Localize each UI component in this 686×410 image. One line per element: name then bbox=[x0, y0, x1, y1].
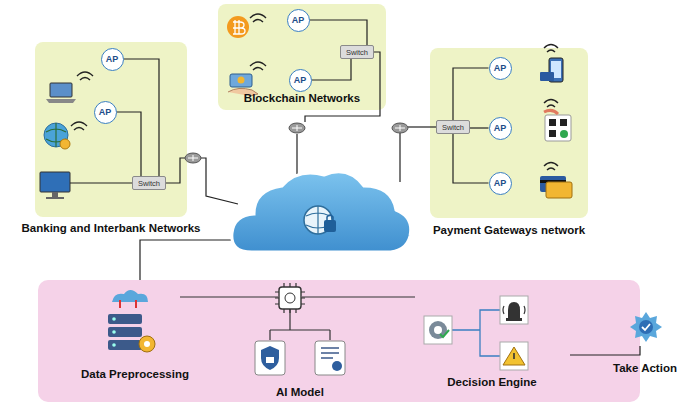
access-point: AP bbox=[489, 57, 512, 80]
ai-system-band bbox=[38, 280, 640, 402]
network-link bbox=[470, 127, 489, 128]
panel-heading: Banking and Interbank Networks bbox=[22, 222, 201, 234]
access-point: AP bbox=[94, 101, 117, 124]
network-link bbox=[310, 20, 368, 45]
crypto-hand-icon bbox=[228, 62, 266, 96]
ap-label: AP bbox=[494, 178, 507, 188]
qr-payment-icon bbox=[544, 100, 571, 142]
phone-payment-icon bbox=[540, 45, 563, 83]
network-panel: Payment Gateways networkAPAPAPSwitch bbox=[430, 48, 588, 218]
chip-icon bbox=[275, 283, 305, 313]
cloud-shape bbox=[232, 172, 411, 252]
ap-label: AP bbox=[292, 15, 305, 25]
network-link bbox=[117, 112, 142, 176]
decision-wires bbox=[452, 310, 500, 356]
network-panel: Blockchain Networks AP AP Switch bbox=[218, 4, 386, 110]
action-wire bbox=[570, 346, 640, 355]
access-point: AP bbox=[289, 69, 312, 92]
access-point: AP bbox=[489, 117, 512, 140]
panel-heading: Payment Gateways network bbox=[433, 224, 585, 236]
ap-label: AP bbox=[99, 107, 112, 117]
switch-label: Switch bbox=[138, 179, 160, 188]
network-switch: Switch bbox=[132, 176, 166, 190]
take-action-icon bbox=[630, 312, 662, 342]
ap-label: AP bbox=[294, 75, 307, 85]
access-point: AP bbox=[101, 48, 124, 71]
globe-coin-icon bbox=[44, 122, 87, 149]
network-link bbox=[453, 68, 489, 120]
security-icon bbox=[255, 341, 285, 375]
wire bbox=[70, 182, 132, 183]
credit-card-icon bbox=[540, 163, 572, 199]
server-icon bbox=[108, 290, 155, 352]
ap-label: AP bbox=[494, 63, 507, 73]
laptop-icon bbox=[46, 72, 93, 103]
warning-icon bbox=[500, 342, 528, 370]
component-label: Take Action bbox=[613, 362, 677, 374]
switch-label: Switch bbox=[346, 48, 368, 57]
bitcoin-icon bbox=[227, 14, 266, 38]
gear-check-icon bbox=[424, 316, 452, 344]
network-link bbox=[312, 59, 352, 80]
cloud-globe-icon bbox=[304, 206, 336, 234]
panel-heading: Blockchain Networks bbox=[244, 92, 360, 104]
component-label: Data Preprocessing bbox=[81, 368, 189, 380]
access-point: AP bbox=[489, 172, 512, 195]
network-switch: Switch bbox=[340, 45, 374, 59]
alarm-icon bbox=[500, 296, 528, 324]
ap-label: AP bbox=[106, 54, 119, 64]
network-switch: Switch bbox=[436, 120, 470, 134]
access-point: AP bbox=[287, 9, 310, 32]
desktop-icon bbox=[40, 172, 70, 199]
network-panel: Decision Engine bbox=[415, 288, 570, 396]
component-label: AI Model bbox=[276, 386, 324, 398]
panel-heading: Decision Engine bbox=[447, 376, 536, 388]
ap-label: AP bbox=[494, 123, 507, 133]
network-link bbox=[453, 134, 489, 183]
document-icon bbox=[315, 341, 345, 375]
uplink-wires bbox=[140, 52, 436, 280]
switch-label: Switch bbox=[442, 123, 464, 132]
router-icons bbox=[185, 123, 408, 163]
network-panel: Banking and Interbank NetworksAPAPSwitch bbox=[35, 42, 187, 217]
